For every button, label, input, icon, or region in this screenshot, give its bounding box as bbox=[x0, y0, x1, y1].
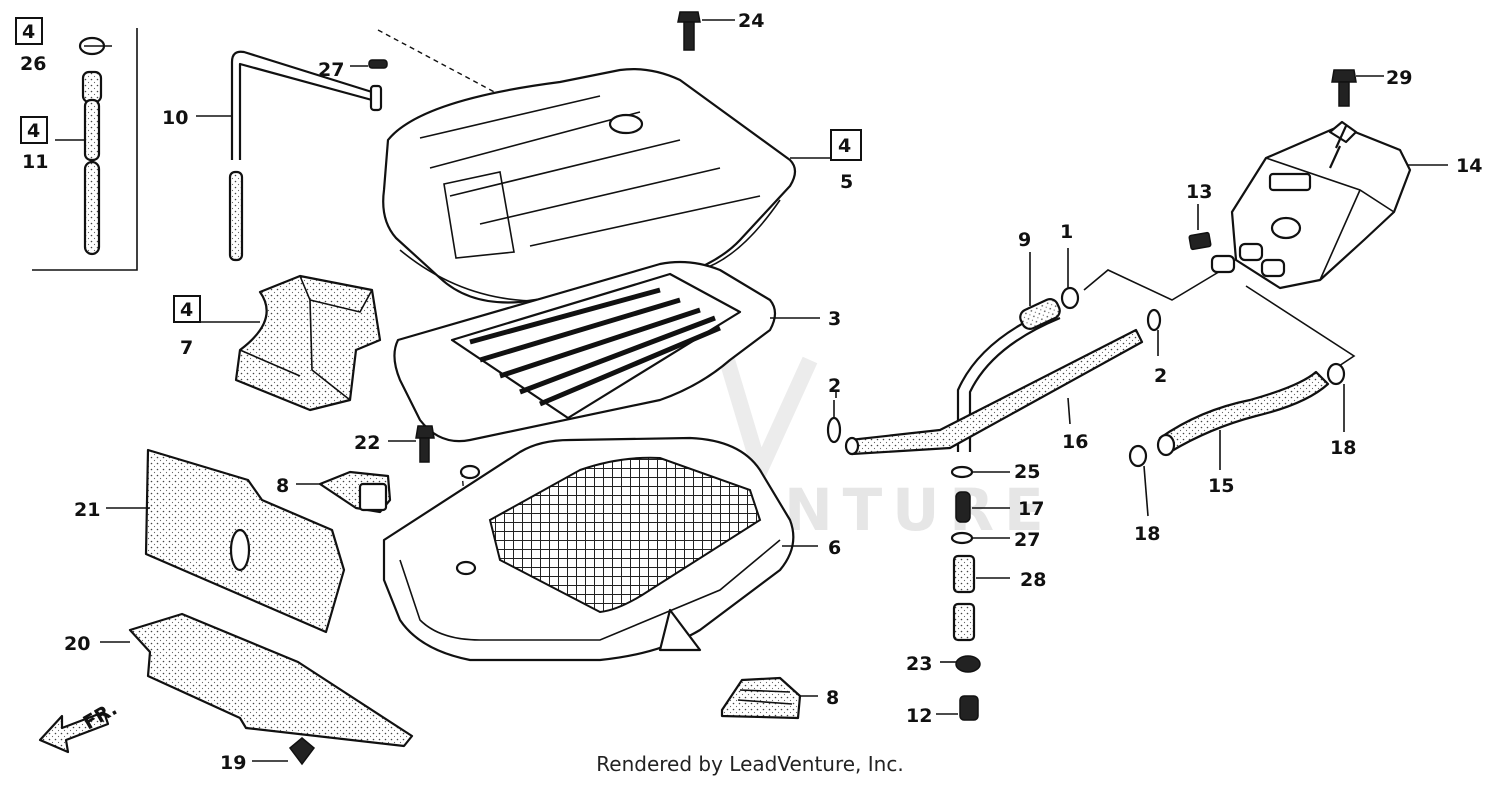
callout-4-b: 4 bbox=[27, 120, 40, 142]
callout-6: 6 bbox=[828, 537, 841, 559]
callout-13: 13 bbox=[1186, 181, 1212, 203]
part-11-breather-tube bbox=[55, 70, 103, 256]
callout-27-a: 27 bbox=[318, 59, 344, 81]
callout-1: 1 bbox=[1060, 221, 1073, 243]
part-23-clip bbox=[955, 655, 981, 673]
drain-assembly bbox=[936, 465, 1010, 721]
part-27-fitting-lower bbox=[950, 531, 974, 545]
callout-15: 15 bbox=[1208, 475, 1234, 497]
connection-line-lower bbox=[1245, 285, 1356, 369]
callout-23: 23 bbox=[906, 653, 932, 675]
part-24-bolt bbox=[677, 11, 735, 51]
callout-12: 12 bbox=[906, 705, 932, 727]
callout-18-a: 18 bbox=[1134, 523, 1160, 545]
callout-4-d: 4 bbox=[180, 299, 193, 321]
part-18-clamp-right bbox=[1326, 362, 1346, 432]
front-direction-arrow: FR. bbox=[38, 698, 121, 754]
part-15-hose bbox=[1156, 370, 1330, 470]
callout-9: 9 bbox=[1018, 229, 1031, 251]
part-17-valve bbox=[955, 491, 971, 523]
callout-28: 28 bbox=[1020, 569, 1046, 591]
ref-box-11 bbox=[20, 116, 48, 144]
ref-box-7 bbox=[173, 295, 201, 323]
callout-19: 19 bbox=[220, 752, 246, 774]
callout-8-a: 8 bbox=[276, 475, 289, 497]
part-21-side-plate bbox=[106, 448, 346, 634]
callout-27-b: 27 bbox=[1014, 529, 1040, 551]
part-22-bolt bbox=[388, 425, 435, 463]
part-7-intake-duct bbox=[200, 274, 382, 412]
inset-frame bbox=[32, 28, 138, 271]
part-18-clamp-left bbox=[1128, 444, 1149, 517]
part-2-clamp-left bbox=[826, 400, 842, 444]
part-10-tube bbox=[196, 50, 383, 262]
callout-22: 22 bbox=[354, 432, 380, 454]
callout-29: 29 bbox=[1386, 67, 1412, 89]
callout-3: 3 bbox=[828, 308, 841, 330]
connection-line-upper bbox=[1083, 269, 1223, 301]
callout-7: 7 bbox=[180, 337, 193, 359]
callout-5: 5 bbox=[840, 171, 853, 193]
callout-4-a: 4 bbox=[22, 21, 35, 43]
part-29-bolt bbox=[1331, 69, 1384, 107]
callout-18-b: 18 bbox=[1330, 437, 1356, 459]
part-3-filter-element bbox=[393, 260, 820, 443]
callout-21: 21 bbox=[74, 499, 100, 521]
part-19-screw bbox=[252, 737, 316, 766]
callout-25: 25 bbox=[1014, 461, 1040, 483]
part-28-tube bbox=[952, 554, 976, 594]
part-13-pad bbox=[1188, 204, 1212, 251]
callout-26: 26 bbox=[20, 53, 46, 75]
ref-box-5 bbox=[830, 129, 862, 161]
callout-2-b: 2 bbox=[1154, 365, 1167, 387]
part-6-air-cleaner-case bbox=[382, 436, 818, 662]
callout-16: 16 bbox=[1062, 431, 1088, 453]
callout-20: 20 bbox=[64, 633, 90, 655]
callout-17: 17 bbox=[1018, 498, 1044, 520]
callout-10: 10 bbox=[162, 107, 188, 129]
part-8-bracket-lower bbox=[720, 676, 818, 720]
part-5-air-cleaner-cover bbox=[382, 68, 797, 304]
part-16-hose bbox=[844, 328, 1144, 456]
part-1-clamp bbox=[1060, 248, 1080, 310]
callout-11: 11 bbox=[22, 151, 48, 173]
part-26-clip bbox=[78, 36, 112, 56]
part-25-clip bbox=[950, 465, 974, 479]
callout-8-b: 8 bbox=[826, 687, 839, 709]
callout-14: 14 bbox=[1456, 155, 1482, 177]
render-credit: Rendered by LeadVenture, Inc. bbox=[596, 752, 904, 776]
callout-4-c: 4 bbox=[838, 135, 851, 157]
callout-2-a: 2 bbox=[828, 375, 841, 397]
part-12-plug bbox=[959, 695, 979, 721]
part-27-fitting-top bbox=[368, 59, 388, 69]
ref-box-26 bbox=[15, 17, 43, 45]
part-20-bottom-plate bbox=[100, 612, 414, 748]
part-9-hose bbox=[956, 252, 1061, 452]
part-2-clamp-right bbox=[1146, 308, 1162, 356]
part-14-tank bbox=[1210, 120, 1448, 290]
part-8-bracket-upper bbox=[296, 470, 392, 514]
callout-24: 24 bbox=[738, 10, 764, 32]
